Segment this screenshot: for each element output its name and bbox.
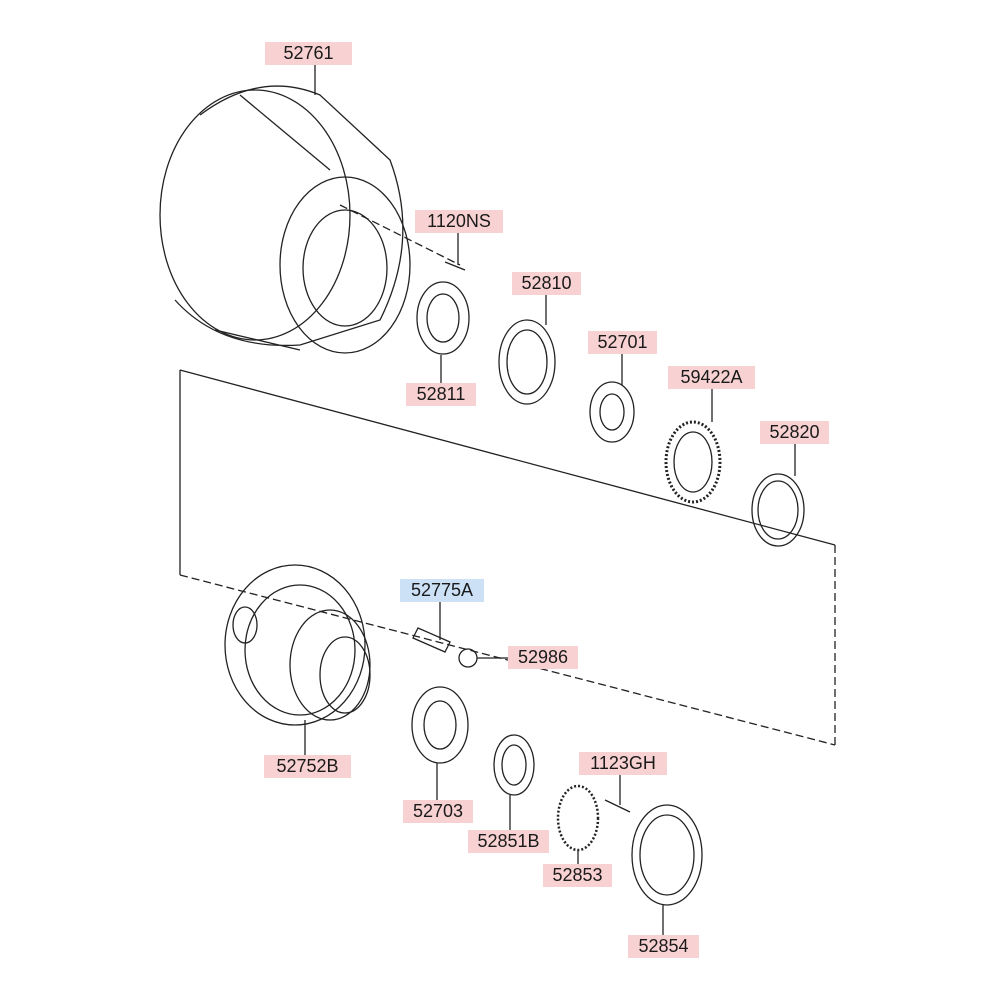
part-label-52761[interactable]: 52761: [265, 42, 352, 65]
part-label-52701[interactable]: 52701: [588, 331, 657, 354]
bolt-1120NS: [444, 261, 466, 271]
leader-lines: [304, 65, 796, 935]
part-label-52775A[interactable]: 52775A: [400, 579, 484, 602]
screw-1123GH: [604, 799, 631, 813]
lock-washer-52853: [556, 784, 600, 852]
hub-52752B: [224, 564, 371, 726]
part-label-52703[interactable]: 52703: [403, 800, 473, 823]
stud-52775A: [412, 627, 451, 653]
part-label-52752B[interactable]: 52752B: [264, 755, 351, 778]
seal-52854: [631, 804, 703, 906]
part-label-52811[interactable]: 52811: [406, 383, 476, 406]
bearing-52703: [411, 686, 469, 764]
part-label-1120NS[interactable]: 1120NS: [415, 210, 503, 233]
part-label-52853[interactable]: 52853: [543, 864, 612, 887]
part-label-52986[interactable]: 52986: [508, 646, 578, 669]
bearing-52701: [589, 381, 635, 443]
tone-ring-59422A: [664, 420, 722, 504]
part-label-1123GH[interactable]: 1123GH: [579, 752, 667, 775]
race-52810: [498, 319, 556, 405]
race-52820: [751, 473, 805, 547]
part-label-52810[interactable]: 52810: [512, 272, 581, 295]
brake-drum: [159, 85, 411, 354]
part-label-52851B[interactable]: 52851B: [468, 830, 549, 853]
part-label-52854[interactable]: 52854: [628, 935, 699, 958]
seal-52811: [416, 281, 470, 355]
part-label-52820[interactable]: 52820: [760, 421, 829, 444]
nut-52851B: [493, 734, 535, 796]
part-label-59422A[interactable]: 59422A: [668, 366, 755, 389]
assembly-outline: [179, 204, 836, 746]
